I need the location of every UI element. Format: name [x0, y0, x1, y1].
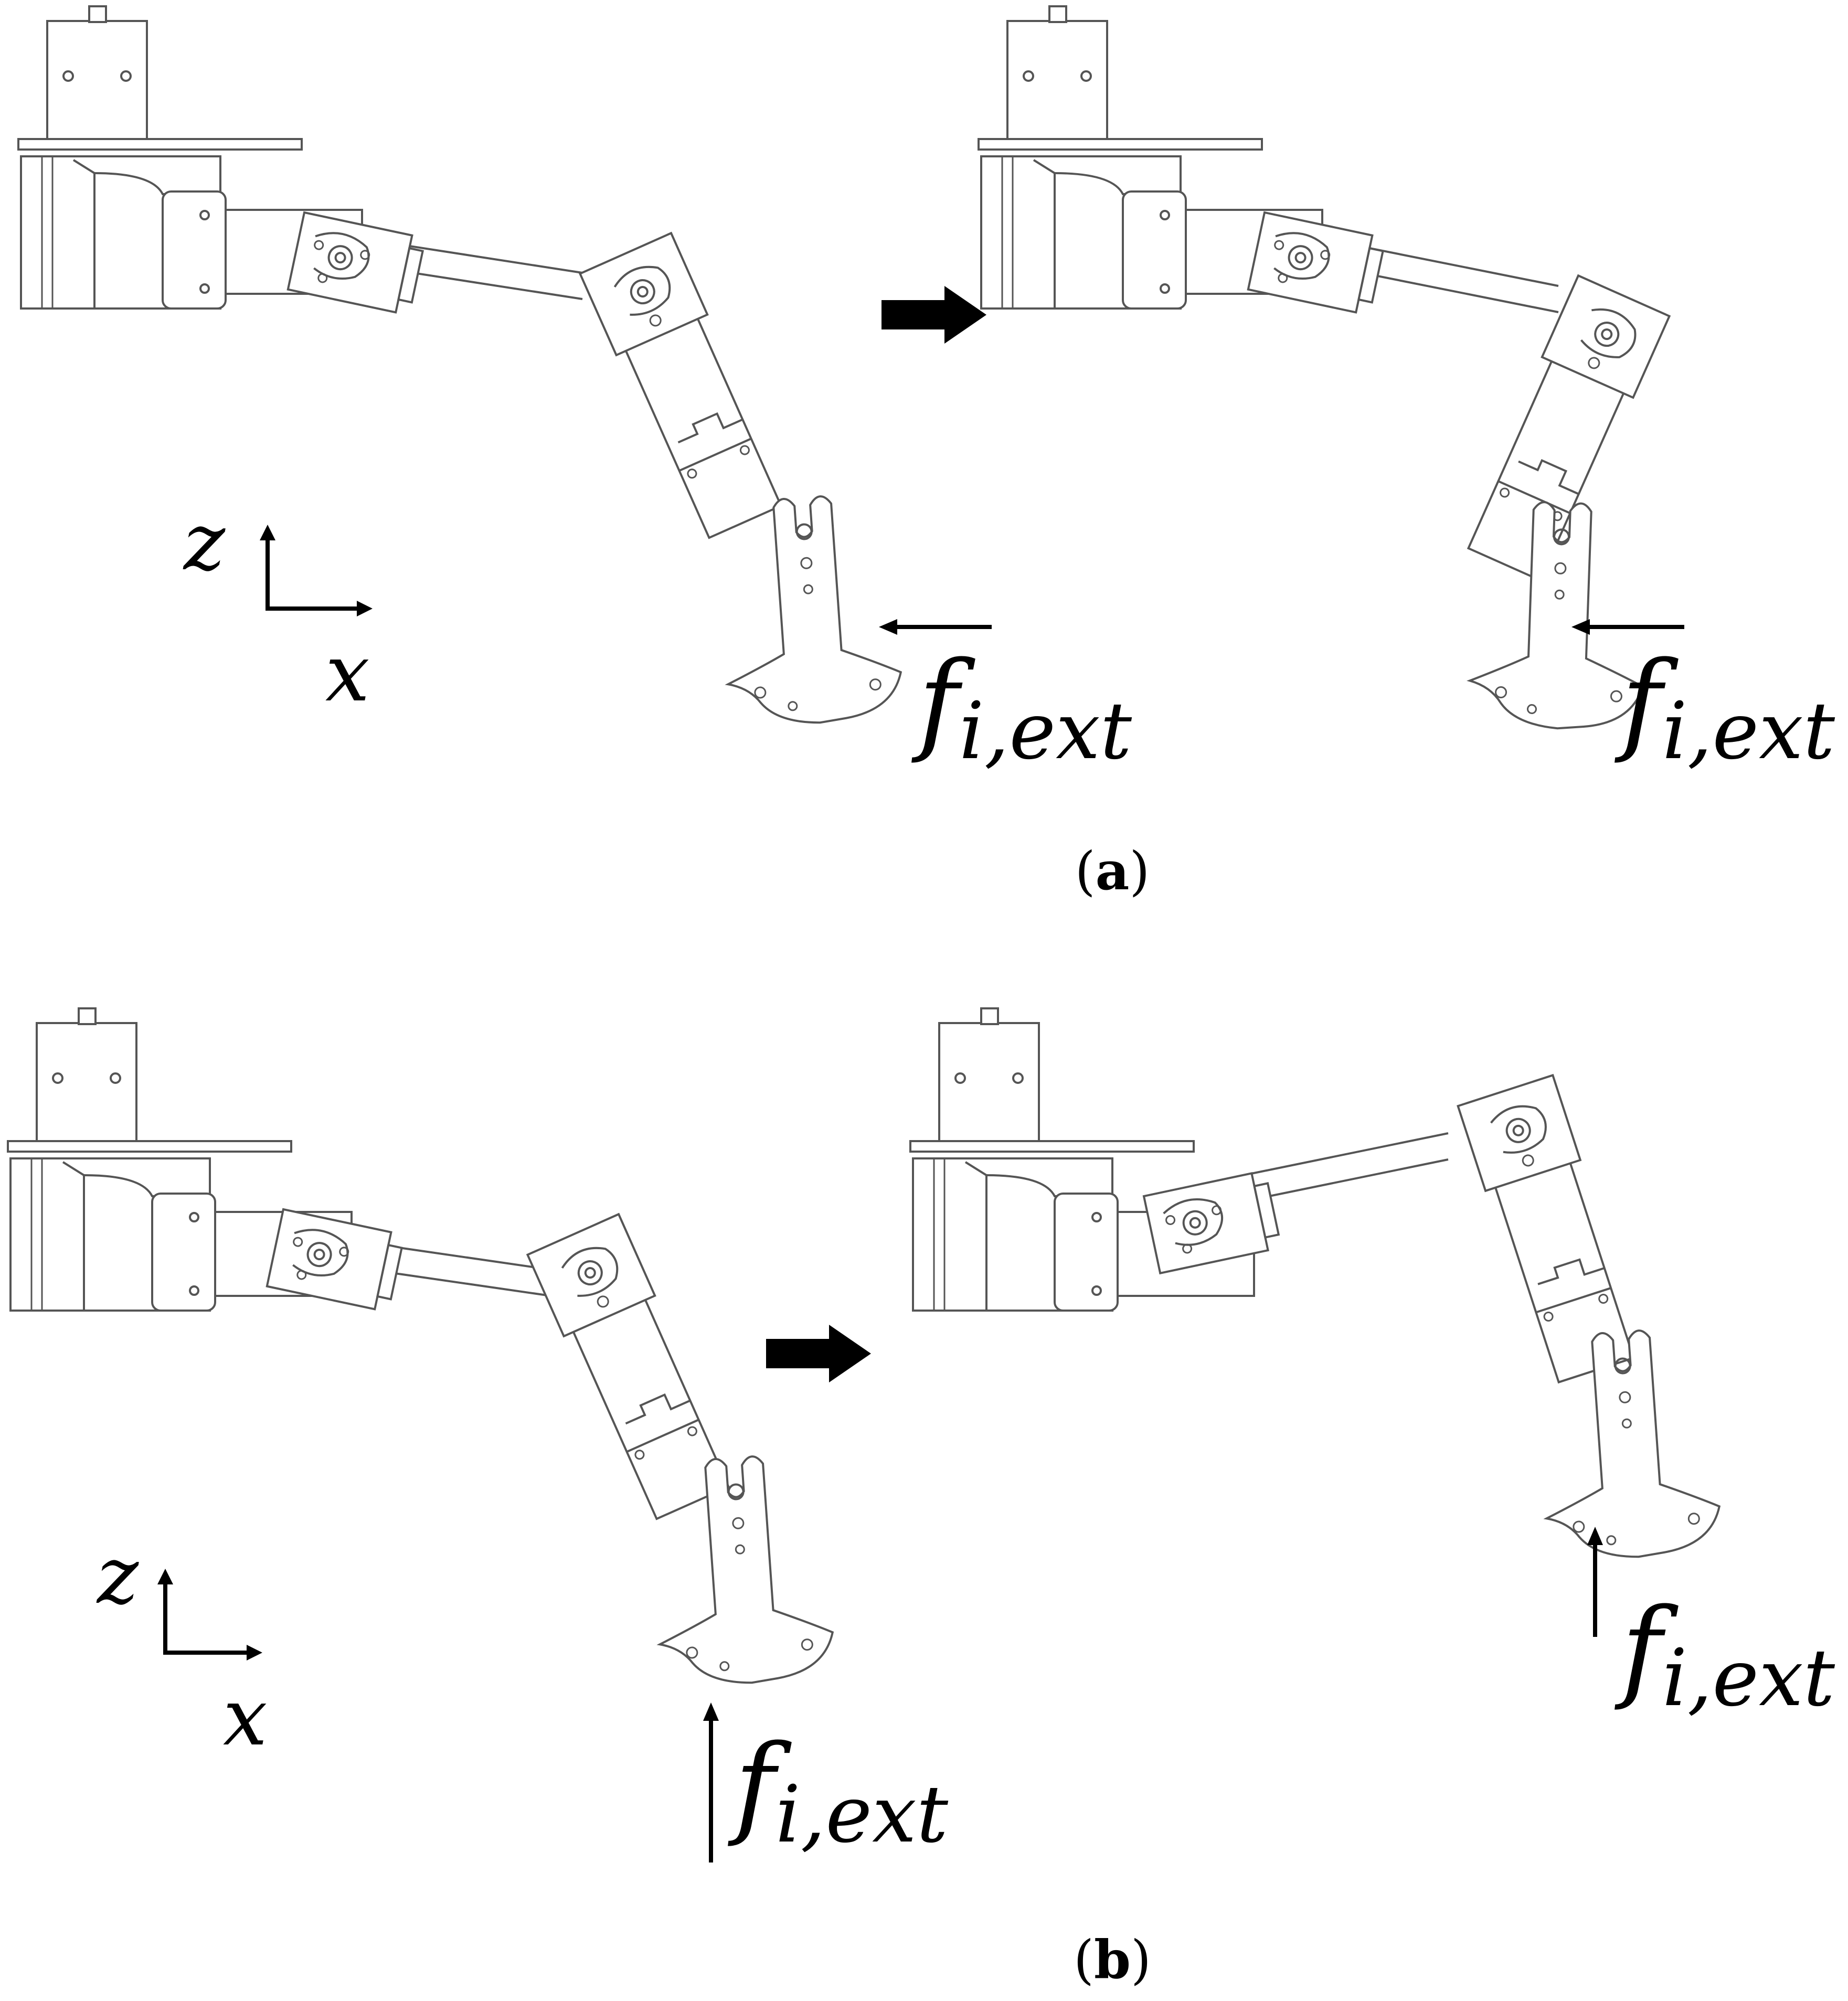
force-arrow-a-right [1571, 619, 1684, 635]
caption-a: (a) [1075, 840, 1150, 902]
axis-label-z-a: z [183, 497, 226, 588]
panel-b: z x fi,ext fi,ext (b) [7, 1007, 1835, 1991]
axis-indicator-a: z x [183, 497, 373, 719]
robot-leg-a-initial [17, 5, 905, 730]
axis-label-x-a: x [325, 628, 370, 719]
force-label-b-right: fi,ext [1615, 1584, 1835, 1724]
force-label-a-right: fi,ext [1615, 637, 1835, 777]
axis-indicator-b: z x [96, 1530, 268, 1763]
axis-label-z-b: z [96, 1530, 139, 1622]
transition-arrow-b [766, 1325, 871, 1382]
robot-leg-a-deflected [978, 5, 1671, 731]
transition-arrow-a [881, 286, 986, 344]
force-label-b-left: fi,ext [728, 1721, 949, 1860]
robot-leg-b-deflected [909, 1007, 1724, 1564]
force-arrow-b-left [703, 1702, 719, 1862]
axis-label-x-b: x [223, 1672, 268, 1763]
force-arrow-b-right [1587, 1527, 1603, 1637]
robot-leg-b-initial [7, 1007, 837, 1690]
force-arrow-a-left [879, 619, 992, 635]
caption-b: (b) [1074, 1929, 1151, 1991]
force-label-a-left: fi,ext [911, 637, 1132, 777]
panel-a: z x fi,ext fi,ext (a) [17, 5, 1835, 902]
